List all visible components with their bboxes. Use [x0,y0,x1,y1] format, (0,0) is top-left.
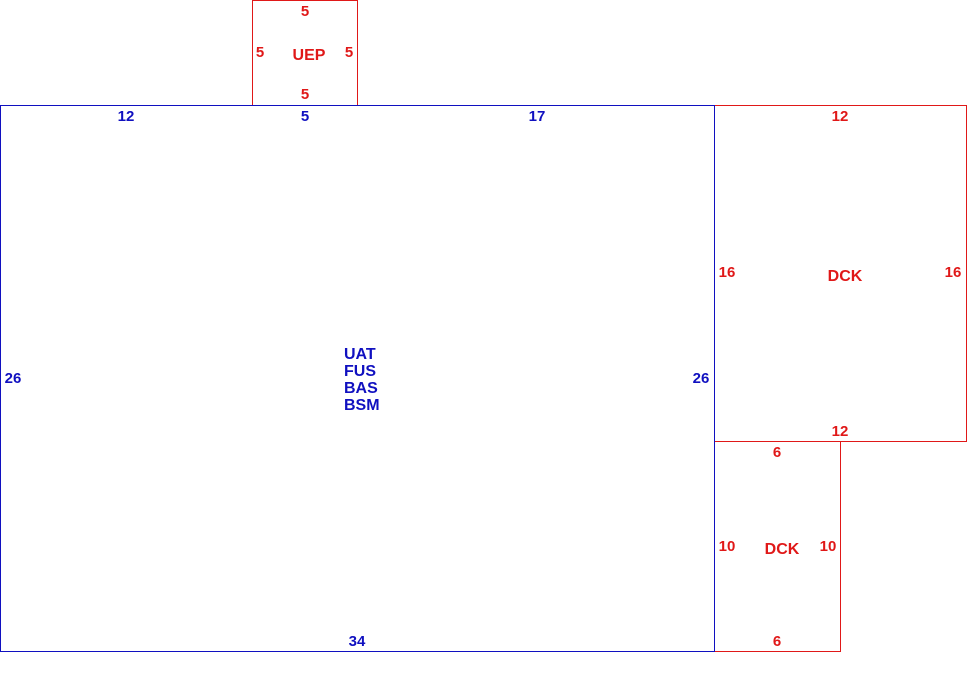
room-uep-top-dim: 5 [301,3,309,20]
room-dck-large-name: DCK [828,268,863,285]
room-dck-small: 6 10 10 6 DCK [714,441,841,652]
room-dck-large: 12 16 16 12 DCK [714,105,967,442]
room-main-top-dim-3: 17 [529,108,546,125]
room-uep-right-dim: 5 [345,44,353,61]
room-main-top-dim-1: 12 [118,108,135,125]
room-main-name-2: FUS [344,363,376,380]
room-dck-small-left-dim: 10 [719,538,736,555]
room-uep-left-dim: 5 [256,44,264,61]
room-dck-small-right-dim: 10 [820,538,837,555]
room-dck-small-name: DCK [765,541,800,558]
room-dck-large-left-dim: 16 [719,264,736,281]
room-main-name-4: BSM [344,397,380,414]
room-dck-small-top-dim: 6 [773,444,781,461]
room-main-outline [0,105,715,652]
room-dck-large-right-dim: 16 [945,264,962,281]
room-main: 12 5 17 26 26 34 UAT FUS BAS BSM [0,105,715,652]
room-main-name-1: UAT [344,346,376,363]
room-main-left-dim: 26 [5,370,22,387]
room-uep-bottom-dim: 5 [301,86,309,103]
room-main-name-3: BAS [344,380,378,397]
room-main-right-dim: 26 [693,370,710,387]
room-dck-large-top-dim: 12 [832,108,849,125]
room-dck-large-bottom-dim: 12 [832,423,849,440]
room-main-bottom-dim: 34 [349,633,366,650]
room-main-top-dim-2: 5 [301,108,309,125]
room-uep-name: UEP [293,47,326,64]
room-uep: 5 5 5 5 UEP [252,0,358,106]
room-dck-small-bottom-dim: 6 [773,633,781,650]
